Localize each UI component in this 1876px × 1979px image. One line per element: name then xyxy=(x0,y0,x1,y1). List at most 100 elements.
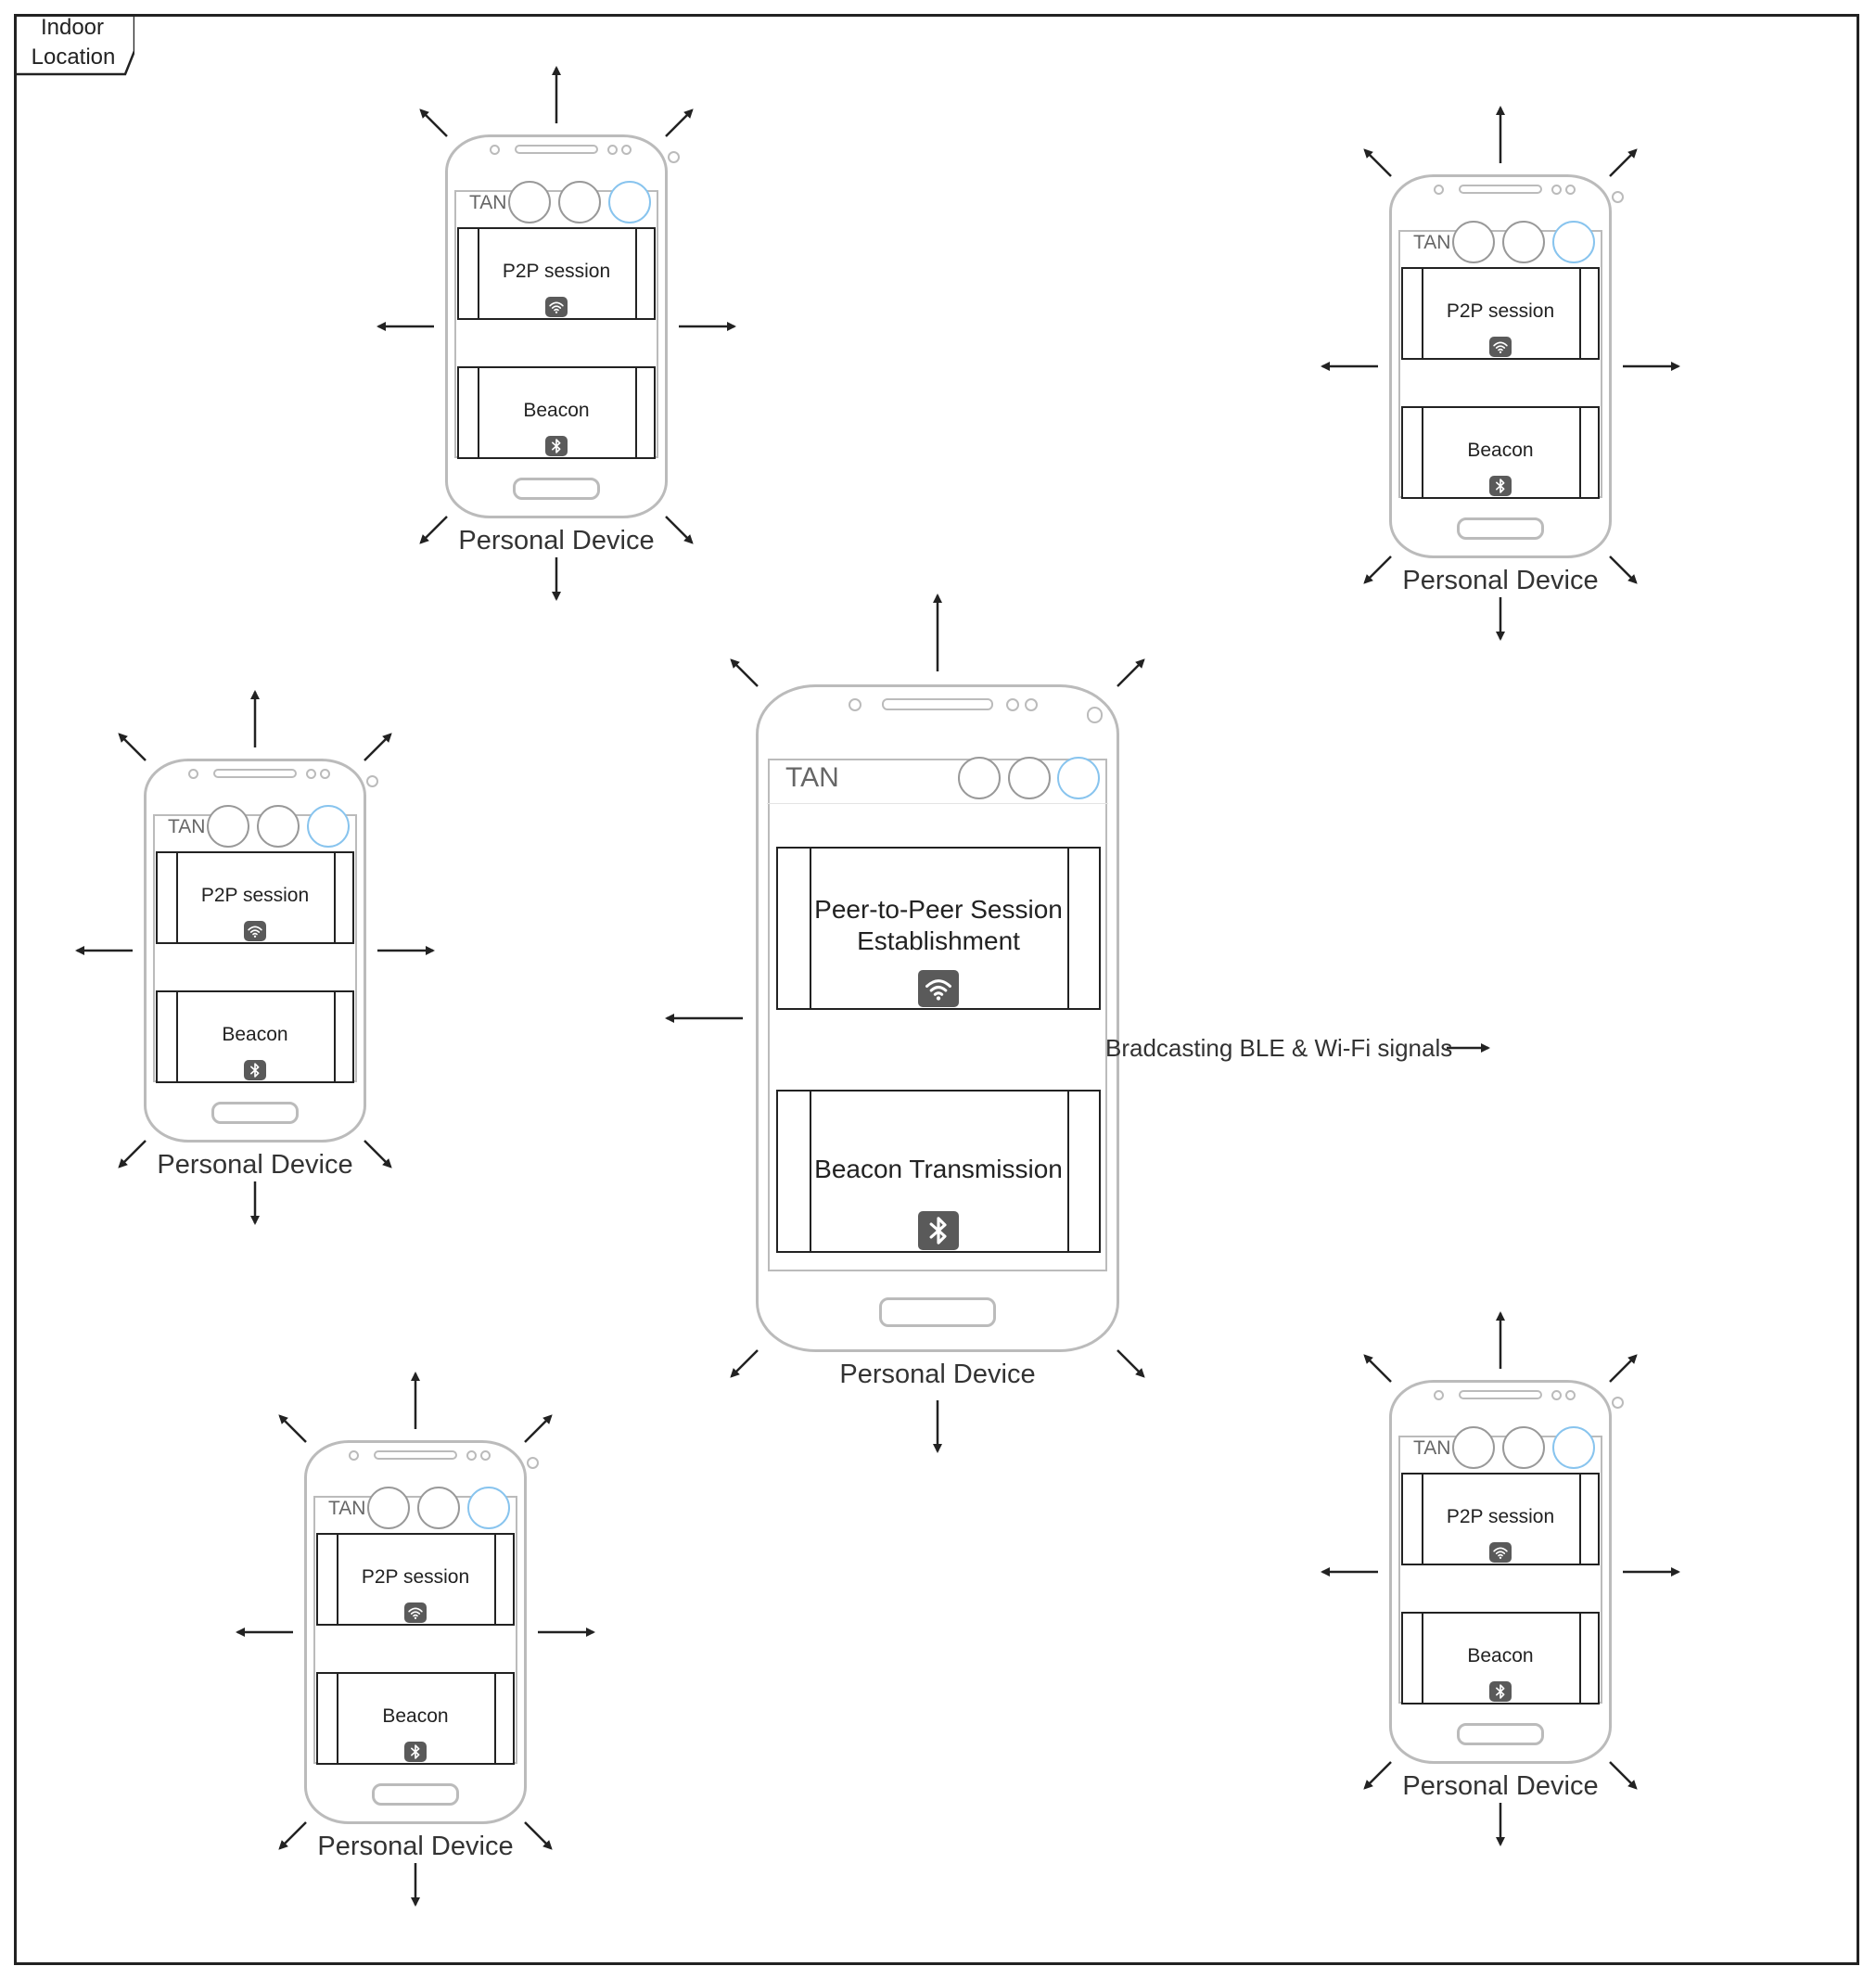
phone-sensor xyxy=(1005,697,1020,712)
header-circle-button[interactable] xyxy=(558,181,601,223)
header-circle-button[interactable] xyxy=(1452,221,1495,263)
header-circle-button[interactable] xyxy=(1502,221,1545,263)
arrow-up-right xyxy=(1609,1354,1638,1383)
box-side-bar xyxy=(1067,1092,1069,1251)
home-button[interactable] xyxy=(211,1102,299,1124)
p2p-session-box: P2P session xyxy=(156,851,354,944)
home-button[interactable] xyxy=(372,1783,459,1806)
header-circle-button[interactable] xyxy=(467,1487,510,1529)
phone-sensor xyxy=(320,769,330,779)
wifi-icon xyxy=(404,1602,427,1623)
header-circle-button[interactable] xyxy=(1008,757,1051,799)
wifi-icon xyxy=(1489,1542,1512,1563)
box-side-bar xyxy=(1579,269,1581,358)
header-circle-button[interactable] xyxy=(207,805,249,848)
phone-sensor xyxy=(1565,185,1576,195)
home-button[interactable] xyxy=(879,1297,996,1328)
p2p-session-box: P2P session xyxy=(1401,267,1600,360)
beacon-transmission-box: Beacon Transmission xyxy=(776,1090,1101,1253)
phone-sensor xyxy=(1565,1390,1576,1400)
p2p-session-label: P2P session xyxy=(1446,1506,1555,1527)
header-circle-button[interactable] xyxy=(307,805,350,848)
beacon-label: Beacon xyxy=(1467,440,1534,461)
frame-label-line2: Location xyxy=(31,45,116,70)
indoor-location-frame xyxy=(14,14,1859,1965)
p2p-session-label: P2P session xyxy=(502,261,611,282)
front-camera xyxy=(1612,1397,1624,1409)
front-camera xyxy=(527,1457,539,1469)
box-side-bar xyxy=(635,229,637,318)
phone-sensor xyxy=(848,697,862,712)
box-side-bar xyxy=(337,1535,338,1624)
front-camera xyxy=(366,775,378,787)
wifi-icon xyxy=(244,921,266,941)
header-circle-button[interactable] xyxy=(608,181,651,223)
box-side-bar xyxy=(1579,1475,1581,1564)
box-side-bar xyxy=(635,368,637,457)
front-camera xyxy=(1612,191,1624,203)
p2p-session-label: P2P session xyxy=(200,885,310,906)
arrow-down-right xyxy=(1609,555,1638,584)
wifi-icon xyxy=(545,297,568,317)
device-label: Personal Device xyxy=(458,526,655,555)
app-title: TAN xyxy=(1413,232,1451,253)
header-circle-button[interactable] xyxy=(1552,1426,1595,1469)
phone-sensor xyxy=(1551,185,1562,195)
arrow-up-left xyxy=(730,658,759,687)
box-side-bar xyxy=(1422,408,1423,497)
phone-speaker xyxy=(374,1450,457,1460)
header-circle-button[interactable] xyxy=(1057,757,1100,799)
bluetooth-icon xyxy=(1489,476,1512,496)
arrow-up-right xyxy=(524,1414,553,1443)
header-circle-button[interactable] xyxy=(1502,1426,1545,1469)
phone-sensor xyxy=(1024,697,1039,712)
arrow-up-right xyxy=(1609,148,1638,177)
radiating-arrows xyxy=(1321,106,1680,641)
phone-sensor xyxy=(490,145,500,155)
header-circle-button[interactable] xyxy=(257,805,300,848)
p2p-label-line2: Establishment xyxy=(857,926,1020,955)
box-side-bar xyxy=(176,992,178,1081)
arrow-down-left xyxy=(419,516,448,544)
arrow-up-left xyxy=(419,109,448,137)
home-button[interactable] xyxy=(513,478,600,500)
phone-sensor xyxy=(480,1450,491,1461)
arrow-down-right xyxy=(524,1821,553,1850)
home-button[interactable] xyxy=(1457,517,1544,540)
box-side-bar xyxy=(1067,849,1069,1008)
beacon-label: Beacon xyxy=(382,1705,449,1727)
header-circle-button[interactable] xyxy=(508,181,551,223)
wifi-icon xyxy=(918,970,959,1007)
device-label: Personal Device xyxy=(317,1832,514,1861)
header-circle-button[interactable] xyxy=(958,757,1001,799)
bluetooth-icon xyxy=(244,1060,266,1080)
arrow-down-right xyxy=(1609,1761,1638,1790)
box-side-bar xyxy=(494,1535,496,1624)
app-title: TAN xyxy=(328,1498,366,1519)
radiating-arrows xyxy=(75,690,435,1225)
phone-sensor xyxy=(188,769,198,779)
p2p-session-box: P2P session xyxy=(457,227,656,320)
header-circle-button[interactable] xyxy=(1552,221,1595,263)
p2p-session-label: P2P session xyxy=(361,1566,470,1588)
home-button[interactable] xyxy=(1457,1723,1544,1745)
arrow-up-left xyxy=(278,1414,307,1443)
arrow-up-left xyxy=(1363,148,1392,177)
header-circle-button[interactable] xyxy=(1452,1426,1495,1469)
phone-speaker xyxy=(1459,1390,1542,1399)
bluetooth-icon xyxy=(545,436,568,456)
header-circle-button[interactable] xyxy=(367,1487,410,1529)
frame-label-line1: Indoor xyxy=(40,15,105,40)
device-label: Personal Device xyxy=(157,1150,353,1180)
header-circle-button[interactable] xyxy=(417,1487,460,1529)
phone-sensor xyxy=(621,145,632,155)
arrow-up-right xyxy=(364,733,392,761)
device-label: Personal Device xyxy=(839,1360,1036,1389)
box-side-bar xyxy=(478,368,479,457)
phone-speaker xyxy=(1459,185,1542,194)
app-title: TAN xyxy=(785,762,839,793)
